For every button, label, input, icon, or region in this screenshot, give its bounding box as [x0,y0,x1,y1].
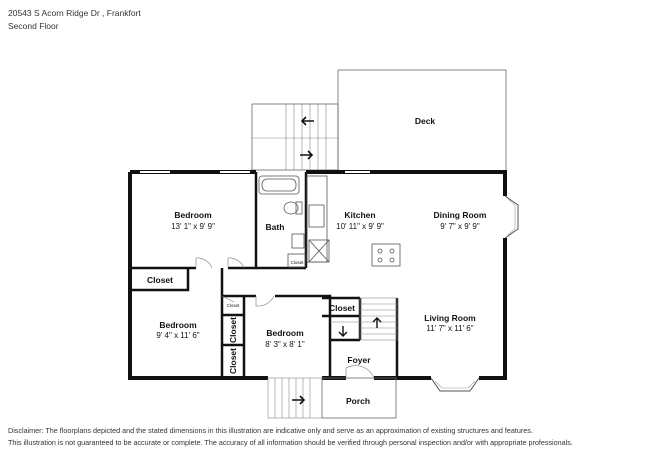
label-living-room: Living Room [424,313,476,323]
porch-arrow-icon [292,395,306,405]
label-closet-vertical-2: Closet [228,348,238,374]
dims-kitchen: 10' 11" x 9' 9" [336,222,384,231]
dims-bedroom-1: 13' 1" x 9' 9" [171,222,215,231]
label-bath: Bath [266,222,285,232]
porch-stairs [267,377,323,419]
stair-down-arrow-icon [338,326,348,337]
label-dining-room: Dining Room [434,210,487,220]
interior-stairs [330,297,398,341]
label-closet-vertical-1: Closet [228,317,238,343]
label-foyer: Foyer [347,355,371,365]
kitchen-fixtures [306,175,401,267]
label-deck: Deck [415,116,436,126]
stair-up-arrow-icon [372,317,382,328]
disclaimer-line-1: Disclaimer: The floorplans depicted and … [8,426,533,435]
bay-window-right [504,195,519,239]
disclaimer-line-2: This illustration is not guaranteed to b… [8,438,573,447]
bay-window-bottom [430,377,480,392]
property-address: 20543 S Acorn Ridge Dr , Frankfort [8,8,141,18]
label-bedroom-1: Bedroom [174,210,212,220]
bath-fixtures [258,175,306,268]
label-bedroom-3: Bedroom [266,328,304,338]
floor-label: Second Floor [8,21,59,31]
dims-living-room: 11' 7" x 11' 6" [426,324,473,333]
label-closet-hall: Closet [227,303,241,308]
label-porch: Porch [346,396,370,406]
label-bedroom-2: Bedroom [159,320,197,330]
exterior-walls [128,170,507,380]
dims-bedroom-3: 8' 3" x 8' 1" [265,340,305,349]
label-kitchen: Kitchen [344,210,375,220]
door-swings [195,257,375,379]
label-closet-bedroom-1: Closet [147,275,173,285]
upper-stairs [251,103,339,171]
dims-dining-room: 9' 7" x 9' 9" [440,222,480,231]
stair-arrow-right-icon [300,150,314,160]
label-closet-foyer: Closet [329,303,355,313]
stair-arrow-left-icon [300,116,314,126]
label-closet-bath: Closet [291,260,305,265]
dims-bedroom-2: 9' 4" x 11' 6" [156,331,199,340]
